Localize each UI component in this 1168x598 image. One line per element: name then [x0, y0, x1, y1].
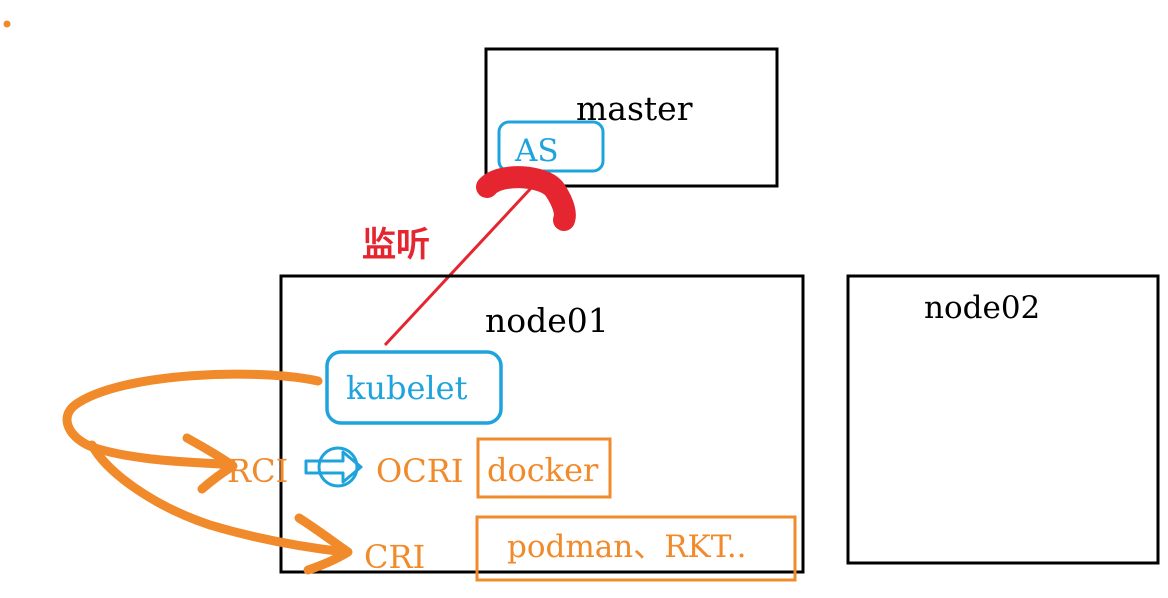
- ocri-label: OCRI: [376, 452, 463, 490]
- kubelet-box: [325, 350, 503, 425]
- master-box: [484, 47, 779, 188]
- node01-box: [279, 274, 805, 574]
- arrowhead-cri: [294, 513, 353, 575]
- docker-box: [476, 437, 612, 499]
- cri-label: CRI: [364, 538, 425, 576]
- orange-loop-upper: [62, 369, 323, 470]
- listen-arc: [476, 166, 576, 231]
- orange-loop-lower: [87, 440, 350, 557]
- podman-box: [475, 515, 797, 582]
- listen-line: [383, 184, 535, 347]
- node02-box: [846, 274, 1160, 565]
- as-label: AS: [514, 133, 559, 169]
- as-box: [497, 120, 605, 173]
- docker-label: docker: [487, 451, 599, 489]
- arrowhead-rci: [182, 433, 238, 494]
- connector-circle: [317, 446, 359, 488]
- connector-arrow: [304, 450, 363, 484]
- rci-label: RCI: [227, 452, 288, 490]
- node02-label: node02: [924, 290, 1040, 326]
- node01-label: node01: [485, 301, 609, 340]
- listen-label: 监听: [362, 225, 430, 265]
- stray-dot: [3, 20, 11, 28]
- kubelet-label: kubelet: [346, 369, 468, 407]
- podman-label: podman、RKT..: [507, 529, 747, 565]
